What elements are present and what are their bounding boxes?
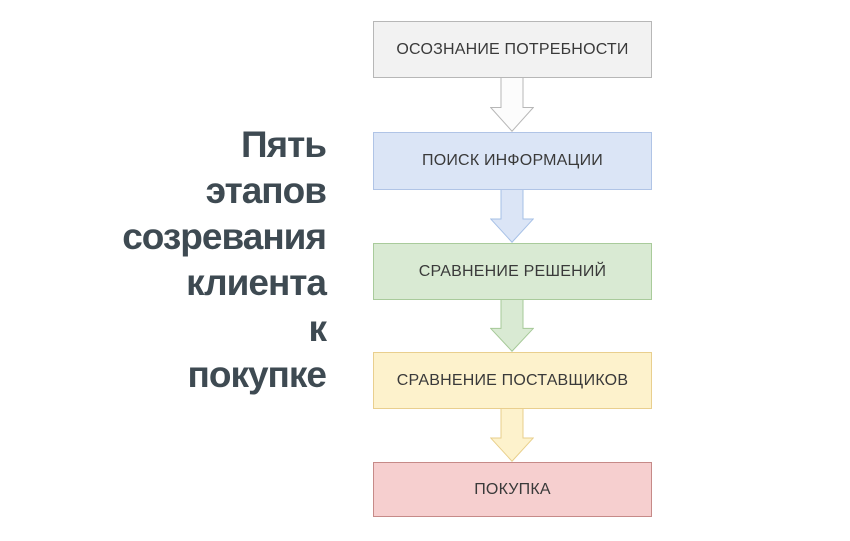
title-line: созревания (122, 216, 327, 257)
flow-step-need-recognition: ОСОЗНАНИЕ ПОТРЕБНОСТИ (373, 21, 652, 78)
title-line: покупке (187, 354, 328, 395)
page-title: Пять этапов созревания клиента к покупке (6, 122, 328, 398)
down-arrow-icon (490, 409, 534, 462)
title-line: этапов (205, 170, 327, 211)
step-label: СРАВНЕНИЕ РЕШЕНИЙ (418, 262, 607, 280)
step-label: СРАВНЕНИЕ ПОСТАВЩИКОВ (396, 371, 629, 389)
step-label: ОСОЗНАНИЕ ПОТРЕБНОСТИ (396, 40, 629, 58)
down-arrow-icon (490, 300, 534, 352)
flow-step-supplier-comparison: СРАВНЕНИЕ ПОСТАВЩИКОВ (373, 352, 652, 409)
flowchart: ОСОЗНАНИЕ ПОТРЕБНОСТИ ПОИСК ИНФОРМАЦИИ С… (373, 0, 652, 541)
down-arrow-icon (490, 190, 534, 243)
title-line: к (308, 308, 327, 349)
title-line: Пять (240, 124, 327, 165)
step-label: ПОКУПКА (474, 480, 551, 498)
flow-step-purchase: ПОКУПКА (373, 462, 652, 517)
step-label: ПОИСК ИНФОРМАЦИИ (422, 152, 603, 169)
title-line: клиента (186, 262, 327, 303)
flow-step-solution-comparison: СРАВНЕНИЕ РЕШЕНИЙ (373, 243, 652, 300)
down-arrow-icon (490, 78, 534, 132)
flow-step-information-search: ПОИСК ИНФОРМАЦИИ (373, 132, 652, 190)
